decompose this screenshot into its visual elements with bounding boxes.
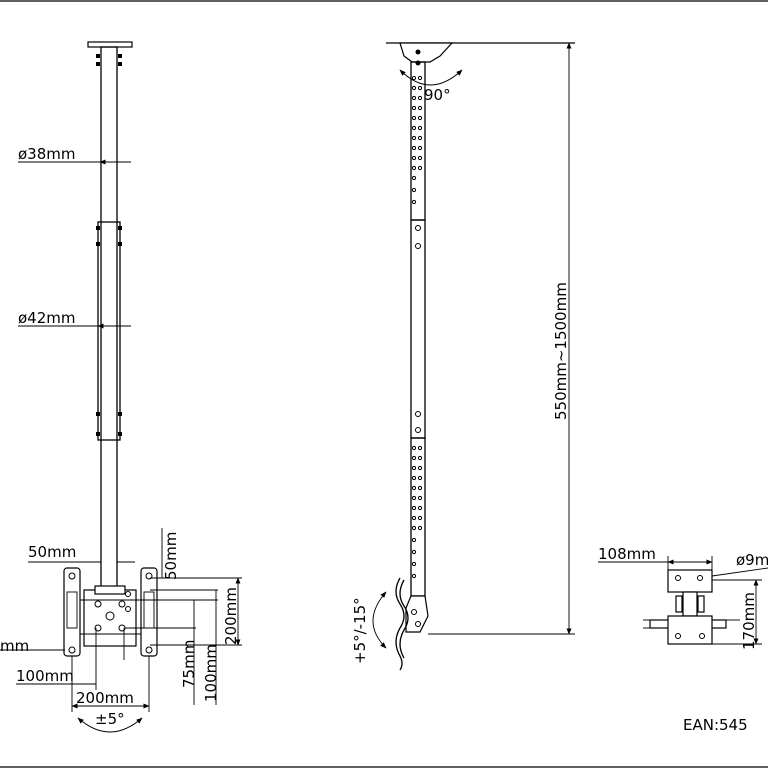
vesa-bracket	[63, 567, 242, 657]
dim-width-50: 50mm	[28, 543, 76, 561]
dim-diameter-38: ø38mm	[18, 145, 76, 163]
ceiling-plate	[87, 41, 133, 48]
lower-pole	[97, 221, 121, 441]
dim-height-100: 100mm	[202, 644, 220, 702]
dim-diameter-42: ø42mm	[18, 309, 76, 327]
pole-holes-upper	[411, 75, 423, 205]
dim-rotation-90: 90°	[424, 86, 451, 104]
dim-height-50: 50mm	[162, 532, 180, 580]
front-view: ø38mm ø42mm 50mm	[0, 41, 242, 733]
dim-diameter-9: ø9m	[736, 551, 768, 569]
dim-height-range: 550mm~1500mm	[552, 282, 570, 420]
dim-tilt: ±5°	[95, 710, 125, 728]
dim-pitch: +5°/-15°	[351, 597, 369, 664]
side-view: 90°	[351, 42, 575, 671]
dim-height-170: 170mm	[740, 592, 758, 650]
ceiling-plate-detail: 108mm ø9m 170mm EAN:545	[598, 545, 768, 734]
pole-bolts	[96, 54, 122, 436]
upper-pole	[100, 46, 118, 588]
dim-height-75: 75mm	[180, 640, 198, 688]
ean-code: EAN:545	[683, 716, 748, 734]
dim-width-108: 108mm	[598, 545, 656, 563]
dim-height-200: 200mm	[222, 587, 240, 645]
dim-width-100: 100mm	[16, 667, 74, 685]
pole-holes-lower	[411, 445, 423, 579]
dim-left-cut: mm	[0, 637, 29, 655]
dim-width-200: 200mm	[76, 689, 134, 707]
